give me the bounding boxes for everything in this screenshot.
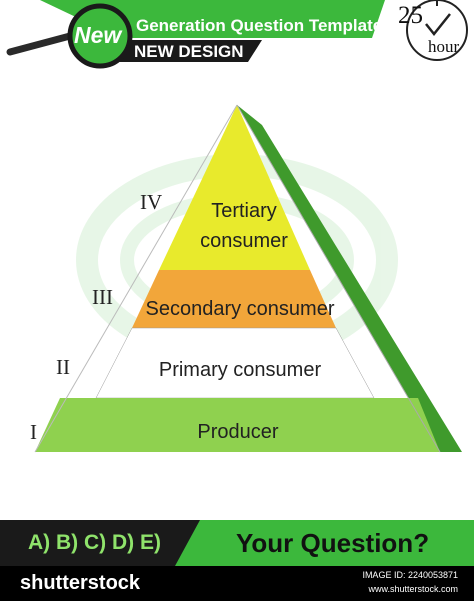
pyramid-right-edge	[236, 104, 441, 453]
clock-icon	[406, 0, 468, 61]
stock-footer: shutterstock IMAGE ID: 2240053871 www.sh…	[0, 566, 474, 601]
header-title: Generation Question Template	[136, 16, 383, 35]
level-label-tertiary-line1: Tertiary	[211, 200, 277, 222]
answer-options: A) B) C) D) E)	[28, 531, 161, 554]
new-badge-label: New	[74, 22, 122, 48]
footer-bar	[0, 520, 474, 566]
header-subtitle: NEW DESIGN	[134, 42, 244, 61]
timer-value: 25	[398, 2, 423, 29]
level-roman-ii: II	[56, 355, 70, 379]
stock-site: www.shutterstock.com	[368, 584, 458, 594]
magnifier-handle	[6, 32, 74, 56]
stock-logo: shutterstock	[20, 572, 141, 594]
stock-image-id: IMAGE ID: 2240053871	[362, 570, 458, 580]
level-label-tertiary-line2: consumer	[200, 230, 288, 252]
pyramid-left-edge	[34, 104, 238, 453]
level-label-producer: Producer	[197, 421, 279, 443]
timer-unit: hour	[428, 37, 460, 56]
header-bar	[6, 0, 468, 69]
level-band-producer	[35, 398, 440, 452]
footer-green-band	[175, 520, 474, 566]
level-roman-i: I	[30, 420, 37, 444]
level-band-tertiary	[159, 105, 310, 270]
food-pyramid-diagram: Tertiary consumer Secondary consumer Pri…	[0, 70, 474, 520]
pyramid-graphic	[34, 104, 462, 453]
level-roman-iv: IV	[140, 190, 163, 214]
subtitle-banner	[100, 40, 262, 62]
level-label-primary: Primary consumer	[158, 359, 322, 381]
level-band-secondary	[132, 270, 336, 328]
level-roman-iii: III	[92, 285, 113, 309]
level-label-secondary: Secondary consumer	[145, 298, 335, 320]
pyramid-side-face	[237, 105, 462, 452]
question-prompt: Your Question?	[236, 528, 430, 558]
new-badge-circle	[67, 3, 133, 69]
